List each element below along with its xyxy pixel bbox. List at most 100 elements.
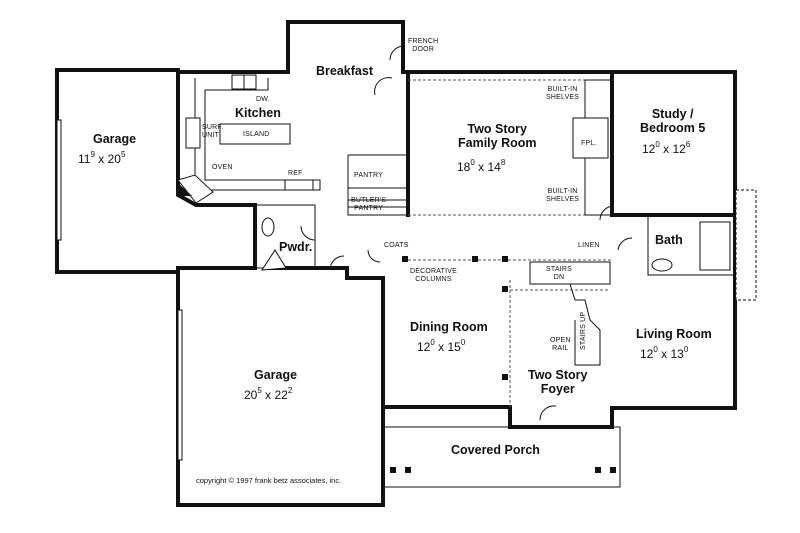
builtin-bot-line2: SHELVES	[546, 196, 580, 204]
dim-l-ft: 13	[670, 347, 684, 361]
dim-l-in: 6	[685, 140, 691, 149]
butlers-line1: BUTLER'S	[351, 197, 387, 204]
dim-l-ft: 20	[107, 152, 121, 166]
garage-big-label: Garage	[254, 368, 298, 382]
dim-w-ft: 12	[640, 347, 654, 361]
dim-w-ft: 18	[457, 160, 471, 174]
dim-w-in: 0	[430, 338, 435, 347]
dim-w-in: 0	[655, 140, 660, 149]
dim-l-in: 8	[500, 158, 506, 167]
dim-l-in: 2	[287, 386, 293, 395]
french-door-note-line2: DOOR	[412, 46, 435, 54]
butlers-line2: PANTRY	[354, 205, 384, 213]
powder-room-walls	[254, 204, 316, 271]
decorative-line2: COLUMNS	[415, 276, 452, 284]
builtin-bot-line1: BUILT-IN	[547, 188, 578, 195]
breakfast-label: Breakfast	[316, 64, 373, 78]
family-room-label: Two Story Family Room	[458, 122, 537, 151]
dim-w-ft: 20	[244, 388, 258, 402]
dim-l-ft: 12	[672, 142, 686, 156]
dim-w-in: 0	[470, 158, 475, 167]
fpl-label: FPL.	[581, 140, 597, 147]
living-room-label: Living Room	[636, 327, 712, 341]
builtin-shelves-bottom: BUILT-IN SHELVES	[546, 188, 579, 204]
linen-label: LINEN	[578, 242, 600, 249]
dim-sep: x	[661, 347, 668, 361]
dining-room-label: Dining Room	[410, 320, 488, 334]
dim-l-in: 0	[460, 338, 466, 347]
stairs-dn-line2: DN	[553, 274, 565, 282]
builtin-top-line1: BUILT-IN	[547, 86, 578, 93]
butlers-pantry-label: BUTLER'S PANTRY	[351, 197, 386, 213]
dim-l-ft: 14	[487, 160, 501, 174]
foyer-line1: Two Story	[528, 368, 588, 382]
garage-big-door-opening	[177, 309, 183, 461]
french-door-note: FRENCH DOOR	[408, 38, 438, 54]
garage-small-label: Garage	[93, 132, 137, 146]
kitchen-island	[219, 123, 291, 145]
foyer-line2: Foyer	[540, 382, 575, 397]
garage-big-dims: 205 x 222	[244, 386, 292, 403]
dim-sep: x	[478, 160, 485, 174]
dim-w-ft: 12	[642, 142, 656, 156]
exterior-walls	[176, 20, 737, 507]
stairs-up-label: STAIRS UP	[580, 312, 588, 350]
column	[502, 256, 508, 262]
family-room-line1: Two Story	[467, 122, 528, 136]
study-line1: Study /	[651, 107, 694, 121]
garage-small-door-opening	[56, 119, 62, 241]
dim-sep: x	[98, 152, 105, 166]
french-door-note-line1: FRENCH	[408, 38, 439, 45]
bathtub-icon	[699, 221, 731, 271]
surf-unit-line1: SURF.	[202, 124, 224, 131]
builtin-shelves-top: BUILT-IN SHELVES	[546, 86, 579, 102]
porch-outline	[382, 426, 621, 488]
dim-w-ft: 12	[417, 340, 431, 354]
island-label: ISLAND	[243, 131, 270, 138]
kitchen-label: Kitchen	[235, 106, 281, 120]
covered-porch-label: Covered Porch	[451, 443, 540, 457]
dim-w-in: 5	[257, 386, 262, 395]
dim-w-in: 9	[90, 150, 95, 159]
column	[502, 374, 508, 380]
kitchen-counters	[177, 74, 321, 204]
study-bath-walls	[610, 70, 757, 301]
stairs-up-line1: STAIRS	[580, 324, 587, 350]
toilet-icon	[651, 258, 673, 272]
family-room-walls	[408, 79, 613, 216]
column	[472, 256, 478, 262]
family-room-line2: Family Room	[458, 136, 537, 151]
study-dims: 120 x 126	[642, 140, 690, 157]
dim-sep: x	[663, 142, 670, 156]
open-rail-label: OPEN RAIL	[550, 337, 571, 353]
ref-label: REF.	[288, 170, 304, 177]
surf-unit-icon	[185, 117, 201, 149]
garage-small-walls	[55, 68, 180, 274]
foyer-label: Two Story Foyer	[528, 368, 588, 397]
copyright-note: copyright © 1997 frank betz associates, …	[196, 476, 342, 485]
stair-walls	[408, 259, 612, 407]
door-swings	[300, 45, 633, 421]
study-label: Study / Bedroom 5	[640, 107, 705, 136]
dim-sep: x	[438, 340, 445, 354]
dw-note: DW.	[256, 96, 270, 103]
family-room-dims: 180 x 148	[457, 158, 505, 175]
oven-label: OVEN	[212, 164, 233, 171]
stairs-up-line2: UP	[580, 311, 587, 322]
coats-label: COATS	[384, 242, 409, 249]
dim-w-ft: 11	[78, 152, 91, 166]
open-rail-line1: OPEN	[550, 337, 571, 344]
dim-l-ft: 15	[447, 340, 461, 354]
stairs-down-label: STAIRS DN	[546, 266, 572, 282]
decorative-columns-label: DECORATIVE COLUMNS	[410, 268, 457, 284]
study-line2: Bedroom 5	[640, 121, 706, 136]
dim-l-ft: 22	[274, 388, 288, 402]
surf-unit-line2: UNIT	[202, 132, 220, 140]
bath-label: Bath	[655, 233, 683, 247]
decorative-line1: DECORATIVE	[410, 268, 457, 275]
pantry-label: PANTRY	[354, 172, 383, 179]
dim-w-in: 0	[653, 345, 658, 354]
open-rail-line2: RAIL	[552, 345, 569, 353]
column	[502, 286, 508, 292]
